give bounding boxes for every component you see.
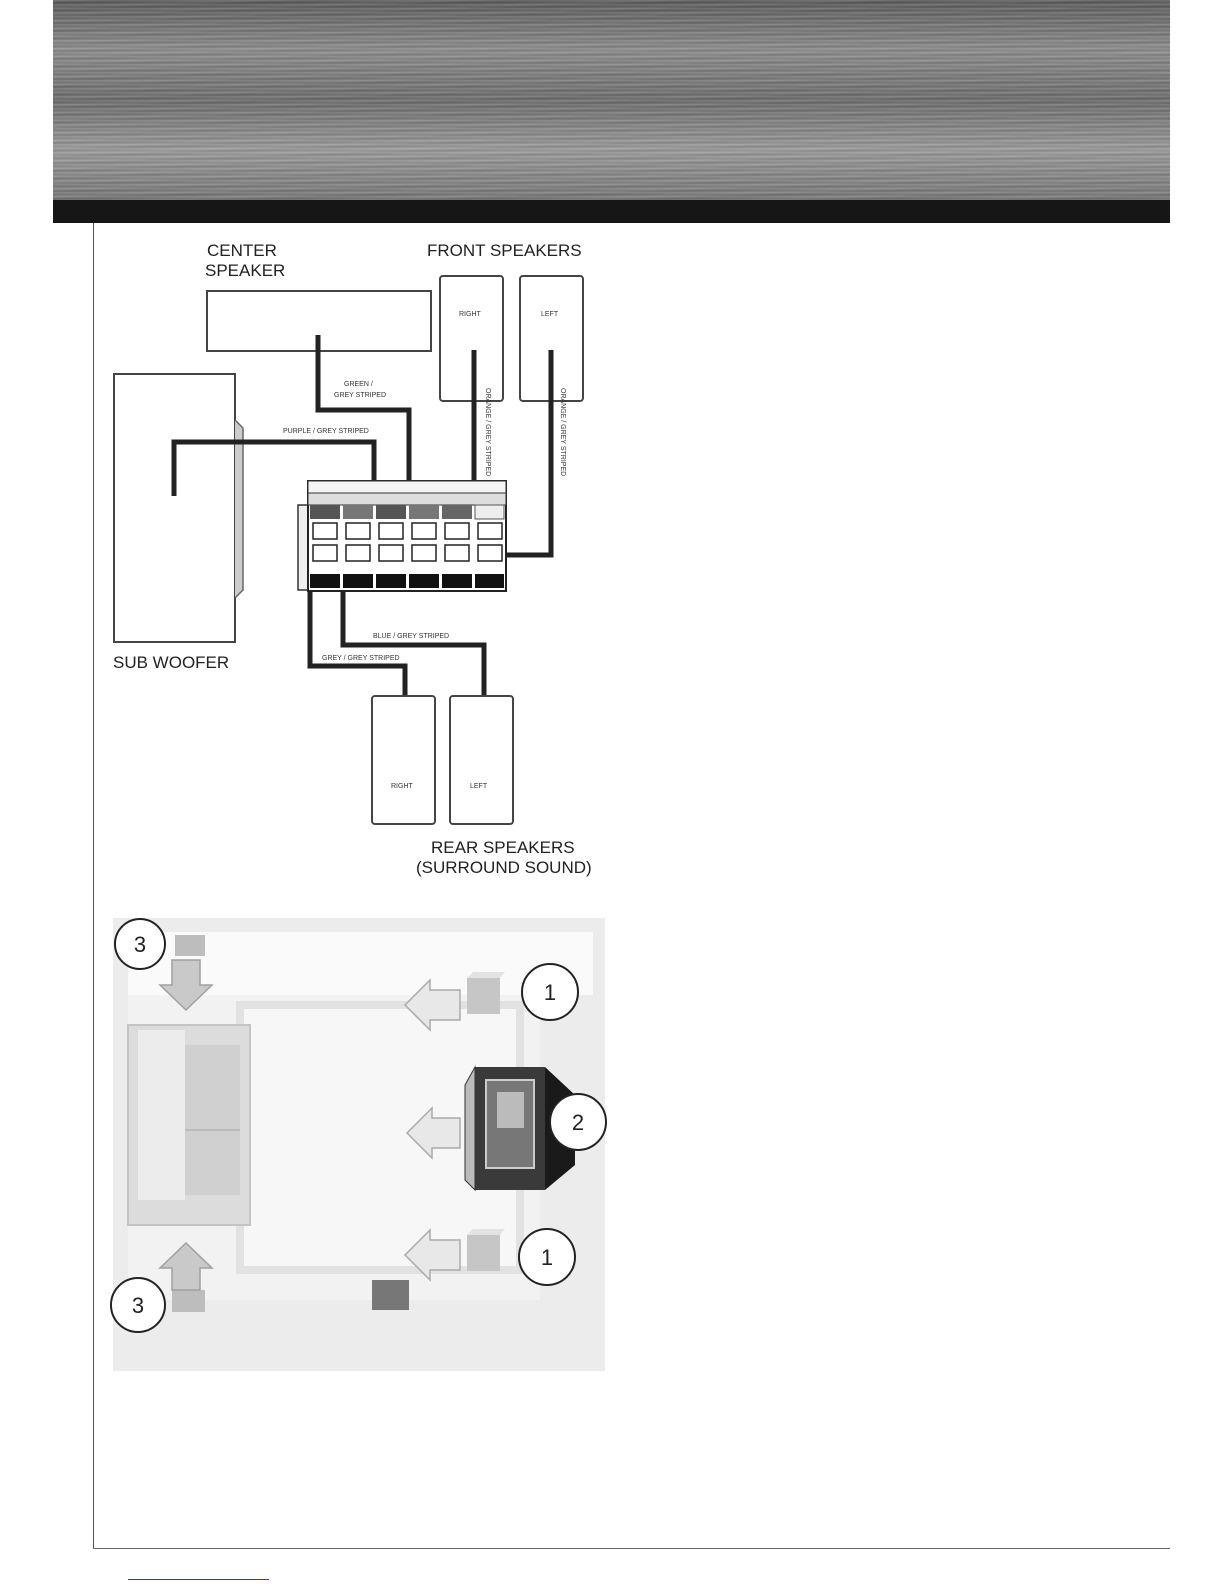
callout-front-bottom-number: 1 xyxy=(541,1245,553,1270)
rear-left-speaker-box xyxy=(450,696,513,824)
callout-rear-bottom-number: 3 xyxy=(132,1293,144,1318)
center-speaker-label-1: CENTER xyxy=(207,241,277,260)
callout-rear-top: 3 xyxy=(115,919,165,969)
rear-right-label: RIGHT xyxy=(391,783,414,790)
cable-orange-right-label: ORANGE / GREY STRIPED xyxy=(484,388,491,476)
front-right-label: RIGHT xyxy=(459,311,482,318)
callout-rear-top-number: 3 xyxy=(134,932,146,957)
callout-front-bottom: 1 xyxy=(519,1229,575,1285)
callout-front-top: 1 xyxy=(522,964,578,1020)
callout-front-top-number: 1 xyxy=(544,980,556,1005)
subwoofer-side-panel xyxy=(235,420,243,598)
cable-purple-label: PURPLE / GREY STRIPED xyxy=(283,428,369,435)
subwoofer-box xyxy=(114,374,235,642)
rear-speakers-label-2: (SURROUND SOUND) xyxy=(416,858,592,877)
center-speaker-label-2: SPEAKER xyxy=(205,261,285,280)
subwoofer-floor-box xyxy=(372,1280,409,1310)
front-speaker-bottom xyxy=(467,1229,505,1271)
cable-green-label-2: GREY STRIPED xyxy=(334,392,386,399)
cable-blue-label: BLUE / GREY STRIPED xyxy=(373,633,449,640)
rear-left-label: LEFT xyxy=(470,783,488,790)
rear-speakers-label-1: REAR SPEAKERS xyxy=(431,838,575,857)
front-speaker-top xyxy=(467,972,505,1014)
cable-green-label-1: GREEN / xyxy=(344,381,373,388)
terminal-block xyxy=(298,481,506,591)
callout-rear-bottom: 3 xyxy=(111,1278,165,1332)
sofa xyxy=(128,1025,250,1225)
front-speakers-label: FRONT SPEAKERS xyxy=(427,241,582,260)
rear-speaker-bottom xyxy=(172,1290,205,1312)
rear-speaker-top xyxy=(175,935,205,956)
room-placement-diagram: 3 1 2 1 3 xyxy=(111,918,606,1371)
cable-orange-left-label: ORANGE / GREY STRIPED xyxy=(559,388,566,476)
cable-grey-label: GREY / GREY STRIPED xyxy=(322,655,400,662)
subwoofer-label: SUB WOOFER xyxy=(113,653,229,672)
callout-center: 2 xyxy=(550,1094,606,1150)
rear-right-speaker-box xyxy=(372,696,435,824)
callout-center-number: 2 xyxy=(572,1110,584,1135)
front-left-label: LEFT xyxy=(541,311,559,318)
